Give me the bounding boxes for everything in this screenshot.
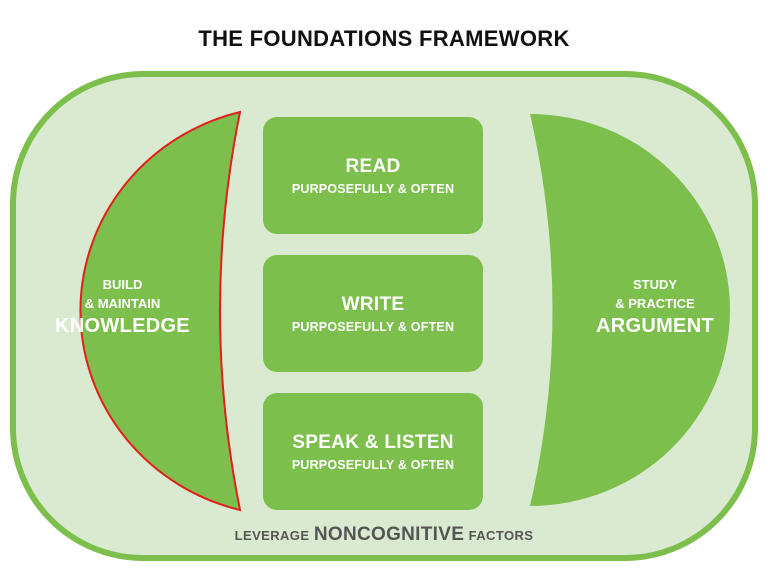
- footer-leverage: LEVERAGE: [234, 528, 310, 543]
- read-title: READ: [345, 155, 401, 177]
- diagram-title: THE FOUNDATIONS FRAMEWORK: [198, 26, 570, 51]
- knowledge-lens: [79, 110, 242, 512]
- read-box: READ PURPOSEFULLY & OFTEN: [263, 117, 483, 234]
- noncognitive-footer: LEVERAGE NONCOGNITIVE FACTORS: [0, 524, 768, 546]
- argument-label: STUDY & PRACTICE ARGUMENT: [570, 275, 740, 339]
- write-subtitle: PURPOSEFULLY & OFTEN: [291, 319, 455, 334]
- write-box: WRITE PURPOSEFULLY & OFTEN: [263, 255, 483, 372]
- speak-listen-box: SPEAK & LISTEN PURPOSEFULLY & OFTEN: [263, 393, 483, 510]
- footer-noncognitive: NONCOGNITIVE: [313, 524, 465, 545]
- argument-line2: & PRACTICE: [615, 296, 695, 311]
- knowledge-line1: BUILD: [102, 277, 143, 292]
- knowledge-word: KNOWLEDGE: [55, 315, 190, 337]
- write-title: WRITE: [341, 293, 405, 315]
- read-subtitle: PURPOSEFULLY & OFTEN: [291, 181, 455, 196]
- argument-lens: [530, 114, 730, 506]
- speak-listen-subtitle: PURPOSEFULLY & OFTEN: [291, 457, 455, 472]
- knowledge-line2: & MAINTAIN: [84, 296, 161, 311]
- argument-word: ARGUMENT: [596, 315, 714, 337]
- footer-factors: FACTORS: [468, 528, 534, 543]
- knowledge-label: BUILD & MAINTAIN KNOWLEDGE: [35, 275, 210, 339]
- argument-line1: STUDY: [632, 277, 678, 292]
- speak-listen-title: SPEAK & LISTEN: [292, 431, 454, 453]
